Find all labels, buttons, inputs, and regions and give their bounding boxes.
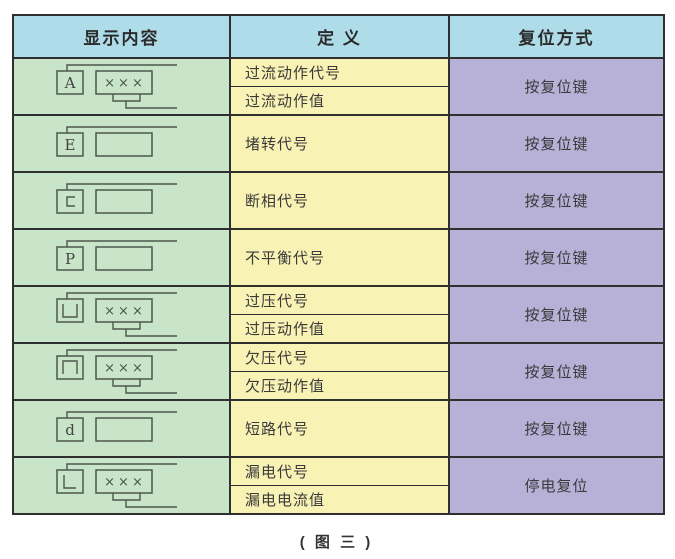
definition-cell: 漏电代号 漏电电流值 bbox=[229, 458, 448, 513]
definition-text: 不平衡代号 bbox=[245, 250, 326, 267]
definition-text: 欠压动作值 bbox=[231, 371, 448, 399]
reset-method-cell: 按复位键 bbox=[448, 173, 663, 228]
reset-method-cell: 按复位键 bbox=[448, 344, 663, 399]
display-leakage-xxx-icon: ××× bbox=[56, 462, 177, 508]
definition-cell: 断相代号 bbox=[229, 173, 448, 228]
display-a-xxx-icon: A ××× bbox=[56, 63, 177, 109]
definition-text: 过流动作代号 bbox=[245, 65, 342, 82]
reset-method-cell: 按复位键 bbox=[448, 287, 663, 342]
display-value: ××× bbox=[104, 76, 146, 91]
table-row: A ××× 过流动作代号 过流动作值 按复位键 bbox=[14, 57, 663, 114]
definition-text: 堵转代号 bbox=[245, 136, 310, 153]
table-row: P 不平衡代号 按复位键 bbox=[14, 228, 663, 285]
display-value: ××× bbox=[104, 361, 146, 376]
definition-text: 漏电电流值 bbox=[231, 485, 448, 513]
display-symbol-cell: ××× bbox=[14, 344, 229, 399]
display-p-blank-icon: P bbox=[56, 239, 177, 271]
open-right-square-glyph-icon bbox=[66, 195, 75, 207]
open-bottom-square-glyph-icon bbox=[62, 359, 78, 374]
definition-text: 欠压代号 bbox=[245, 350, 310, 367]
code-letter: d bbox=[65, 421, 75, 439]
code-letter: P bbox=[65, 250, 75, 268]
header-definition: 定 义 bbox=[229, 16, 448, 57]
header-reset-method: 复位方式 bbox=[448, 16, 663, 57]
definition-text: 断相代号 bbox=[245, 193, 310, 210]
reset-method-cell: 按复位键 bbox=[448, 59, 663, 114]
display-symbol-cell: A ××× bbox=[14, 59, 229, 114]
open-top-square-glyph-icon bbox=[62, 303, 78, 318]
definition-text: 短路代号 bbox=[245, 421, 310, 438]
display-c-blank-icon bbox=[56, 182, 177, 214]
seven-segment-l-glyph-icon bbox=[63, 474, 76, 489]
display-e-blank-icon: E bbox=[56, 125, 177, 157]
reset-method-cell: 停电复位 bbox=[448, 458, 663, 513]
table-row: d 短路代号 按复位键 bbox=[14, 399, 663, 456]
display-d-blank-icon: d bbox=[56, 410, 177, 442]
table-row: 断相代号 按复位键 bbox=[14, 171, 663, 228]
display-undervoltage-xxx-icon: ××× bbox=[56, 348, 177, 394]
definition-text: 过压动作值 bbox=[231, 314, 448, 342]
display-symbol-cell: ××× bbox=[14, 287, 229, 342]
reset-method-cell: 按复位键 bbox=[448, 116, 663, 171]
definition-cell: 不平衡代号 bbox=[229, 230, 448, 285]
definition-cell: 过压代号 过压动作值 bbox=[229, 287, 448, 342]
definition-text: 过压代号 bbox=[245, 293, 310, 310]
table-row: ××× 欠压代号 欠压动作值 按复位键 bbox=[14, 342, 663, 399]
display-symbol-cell: d bbox=[14, 401, 229, 456]
definition-cell: 堵转代号 bbox=[229, 116, 448, 171]
code-letter: E bbox=[65, 136, 76, 154]
fault-code-table: 显示内容 定 义 复位方式 A ××× 过流动作代号 过流动作值 按复位键 bbox=[12, 14, 665, 515]
code-letter: A bbox=[64, 74, 76, 92]
table-header-row: 显示内容 定 义 复位方式 bbox=[14, 16, 663, 57]
display-value: ××× bbox=[104, 475, 146, 490]
display-symbol-cell bbox=[14, 173, 229, 228]
display-symbol-cell: E bbox=[14, 116, 229, 171]
definition-text: 漏电代号 bbox=[245, 464, 310, 481]
definition-cell: 短路代号 bbox=[229, 401, 448, 456]
reset-method-cell: 按复位键 bbox=[448, 401, 663, 456]
display-overvoltage-xxx-icon: ××× bbox=[56, 291, 177, 337]
definition-cell: 欠压代号 欠压动作值 bbox=[229, 344, 448, 399]
figure-caption: ( 图 三 ) bbox=[299, 534, 374, 551]
display-value: ××× bbox=[104, 304, 146, 319]
table-row: E 堵转代号 按复位键 bbox=[14, 114, 663, 171]
definition-cell: 过流动作代号 过流动作值 bbox=[229, 59, 448, 114]
header-display-content: 显示内容 bbox=[14, 16, 229, 57]
table-row: ××× 过压代号 过压动作值 按复位键 bbox=[14, 285, 663, 342]
definition-text: 过流动作值 bbox=[231, 86, 448, 114]
display-symbol-cell: ××× bbox=[14, 458, 229, 513]
reset-method-cell: 按复位键 bbox=[448, 230, 663, 285]
display-symbol-cell: P bbox=[14, 230, 229, 285]
table-row: ××× 漏电代号 漏电电流值 停电复位 bbox=[14, 456, 663, 513]
